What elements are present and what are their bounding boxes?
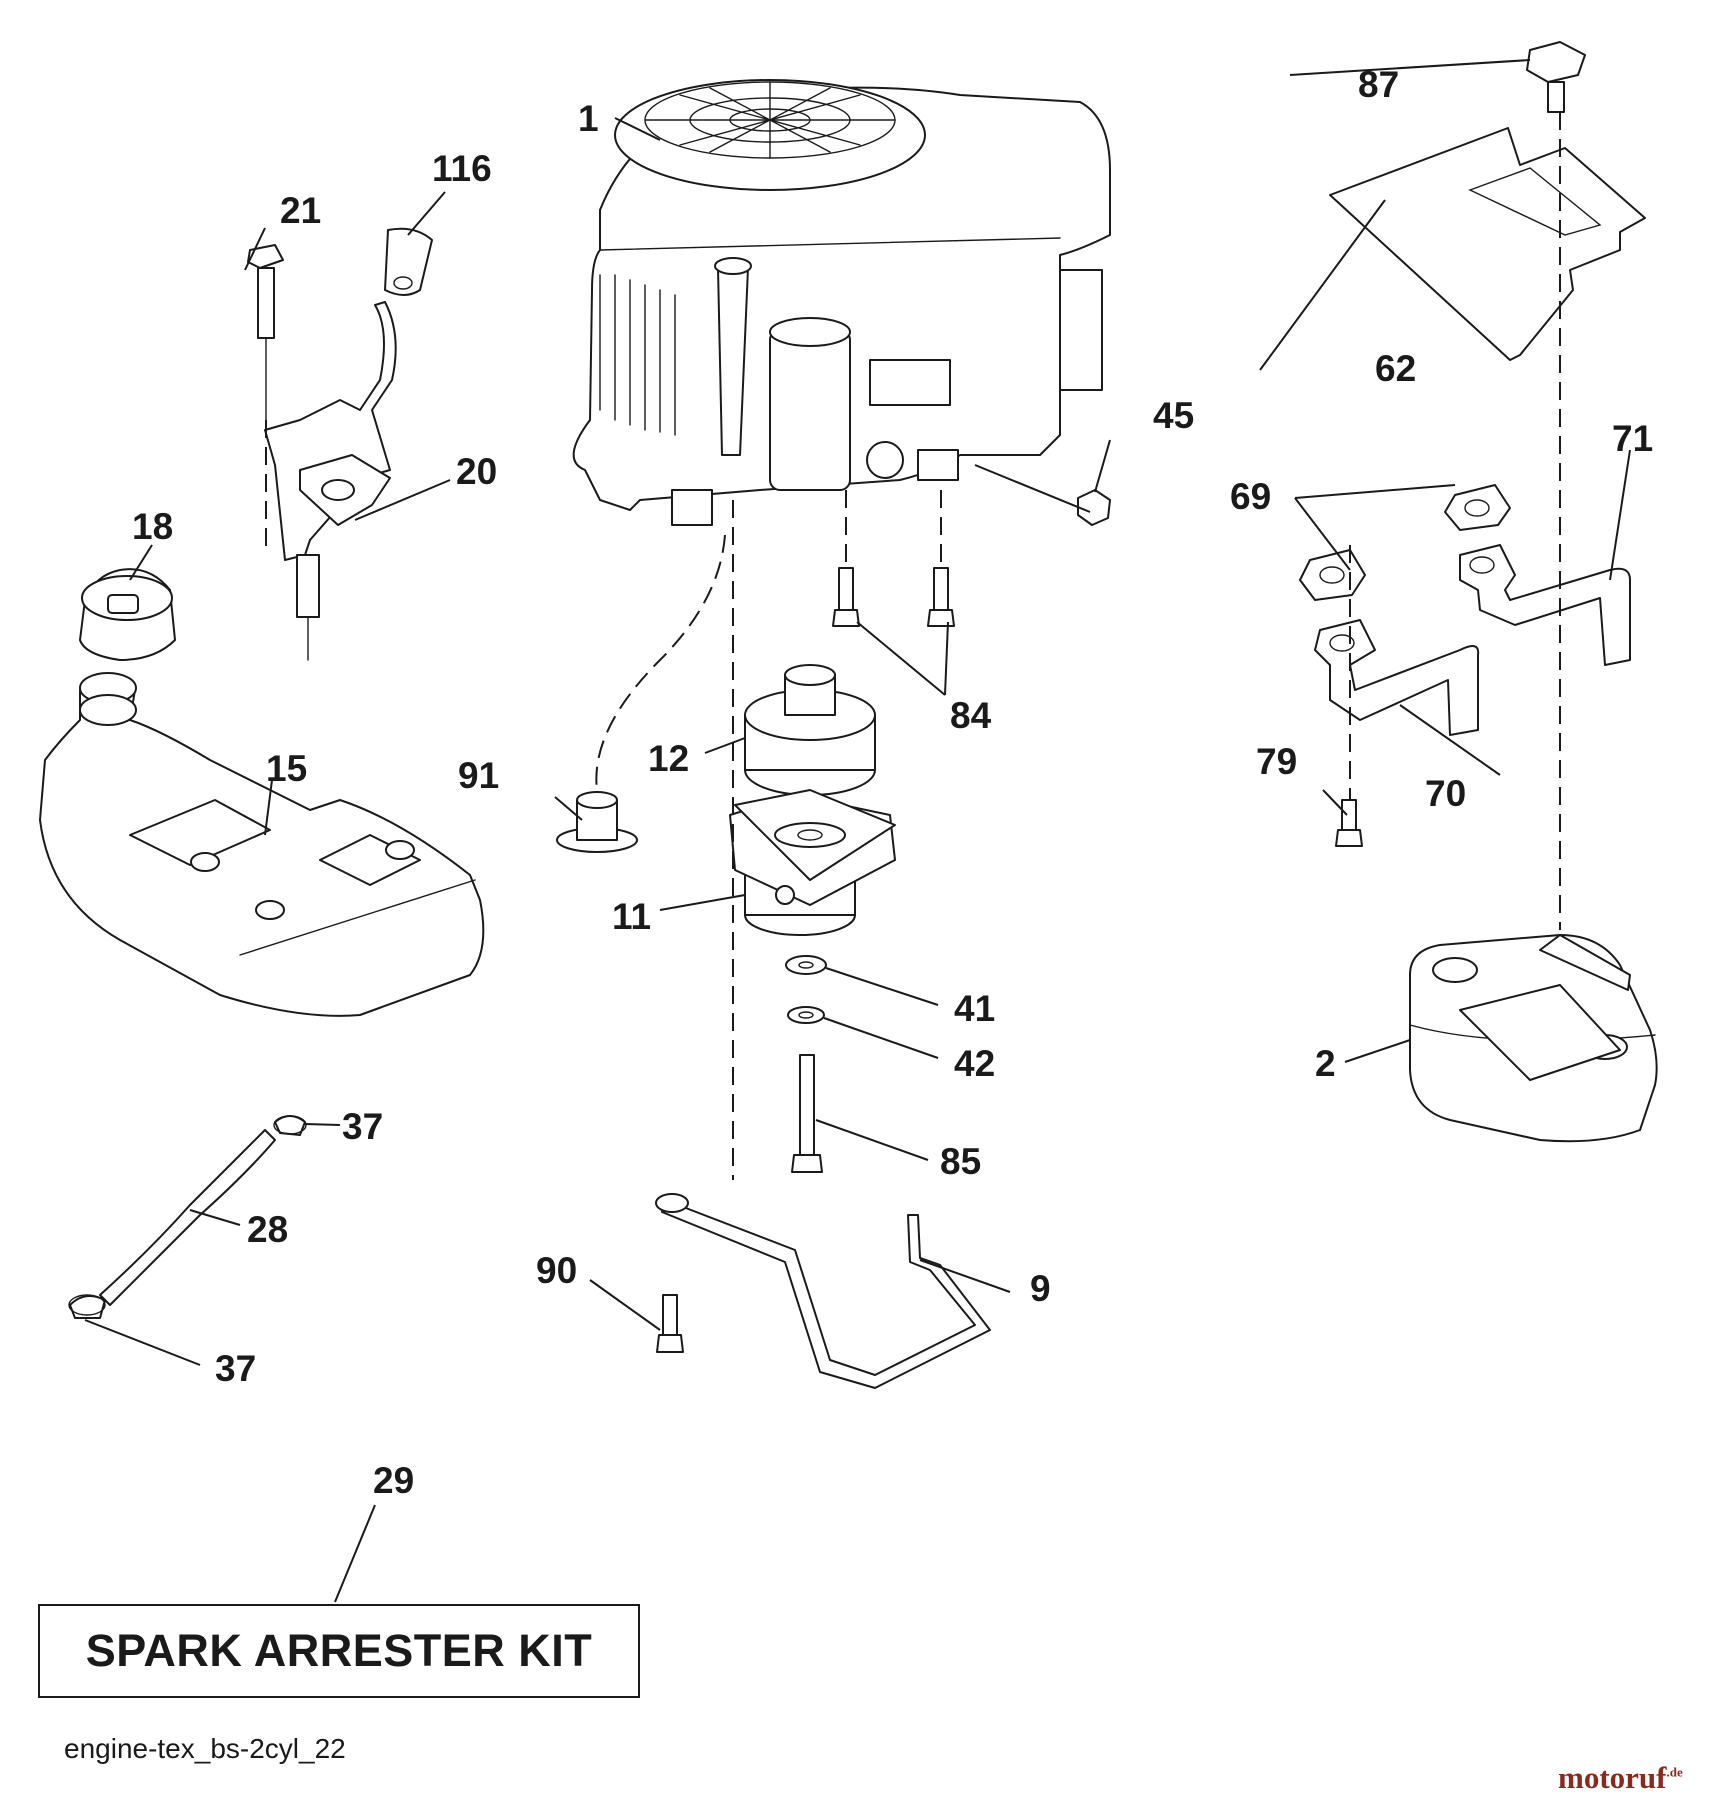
callout-37-top: 37	[342, 1106, 384, 1147]
gasket-69-part	[1299, 484, 1511, 601]
callout-21: 21	[280, 190, 322, 231]
nut-part	[1077, 489, 1111, 526]
fuel-hose-part	[68, 1115, 307, 1319]
callout-90: 90	[536, 1250, 578, 1291]
callout-20: 20	[456, 451, 498, 492]
callout-11: 11	[612, 896, 652, 937]
callout-18: 18	[132, 506, 174, 547]
callout-116: 116	[432, 148, 492, 189]
callout-45: 45	[1153, 395, 1195, 436]
cap-87-part	[1526, 41, 1586, 113]
callout-41: 41	[954, 988, 996, 1029]
callout-2: 2	[1315, 1043, 1336, 1084]
watermark-suffix: .de	[1666, 1764, 1683, 1780]
callout-15: 15	[266, 748, 308, 789]
spark-arrester-kit-label: SPARK ARRESTER KIT	[85, 1625, 593, 1676]
callout-9: 9	[1030, 1268, 1051, 1309]
callout-62: 62	[1375, 348, 1417, 389]
callout-91: 91	[458, 755, 500, 796]
callout-84: 84	[950, 695, 992, 736]
engine-part	[572, 79, 1111, 526]
bolts-84-part	[832, 567, 955, 627]
callout-42: 42	[954, 1043, 996, 1084]
washer-41-part	[785, 955, 827, 975]
callout-28: 28	[247, 1209, 289, 1250]
callout-79: 79	[1256, 741, 1298, 782]
callout-1: 1	[578, 98, 599, 139]
rod-part	[655, 1193, 991, 1389]
fuel-cap-part	[79, 568, 176, 661]
callout-85: 85	[940, 1141, 982, 1182]
watermark-brand: motoruf	[1558, 1760, 1667, 1795]
pulley-part	[744, 664, 876, 796]
spark-arrester-kit-box: SPARK ARRESTER KIT	[38, 1604, 640, 1698]
bolt-79-part	[1335, 799, 1363, 847]
heat-shield-part	[1329, 127, 1646, 361]
callout-69: 69	[1230, 476, 1272, 517]
callout-71: 71	[1612, 418, 1654, 459]
bolt-85-part	[791, 1054, 823, 1173]
callout-12: 12	[648, 738, 690, 779]
muffler-part	[1409, 934, 1658, 1143]
pipe-71-part	[1459, 544, 1631, 666]
pipe-70-part	[1314, 619, 1480, 736]
callout-87: 87	[1358, 64, 1400, 105]
fuel-tank-part	[39, 672, 485, 1017]
clutch-part	[729, 789, 896, 936]
callout-29: 29	[373, 1460, 415, 1501]
bolt-90-part	[656, 1294, 684, 1353]
watermark-logo: motoruf.de	[1558, 1760, 1683, 1796]
callout-70: 70	[1425, 773, 1467, 814]
washer-42-part	[787, 1006, 825, 1024]
throttle-control-part	[247, 227, 433, 661]
callout-37-bottom: 37	[215, 1348, 257, 1389]
bushing-part	[556, 791, 638, 853]
drawing-reference: engine-tex_bs-2cyl_22	[64, 1733, 346, 1764]
